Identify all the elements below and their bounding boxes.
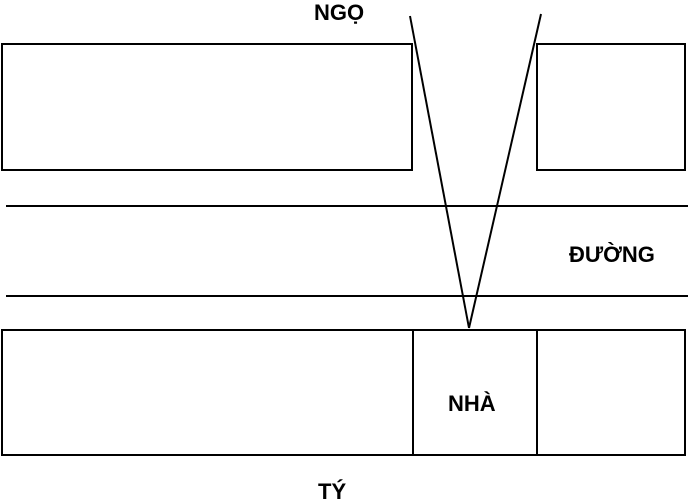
block-top-left [1, 43, 413, 171]
label-south: TÝ [318, 479, 346, 501]
sight-line-right [468, 13, 542, 329]
block-bottom-left [1, 329, 414, 456]
sight-line-left [409, 15, 470, 329]
label-road: ĐƯỜNG [569, 242, 655, 267]
label-north: NGỌ [314, 0, 364, 25]
label-house: NHÀ [448, 391, 496, 416]
block-bottom-right [536, 329, 686, 456]
house-block [412, 329, 538, 456]
block-top-right [536, 43, 686, 171]
